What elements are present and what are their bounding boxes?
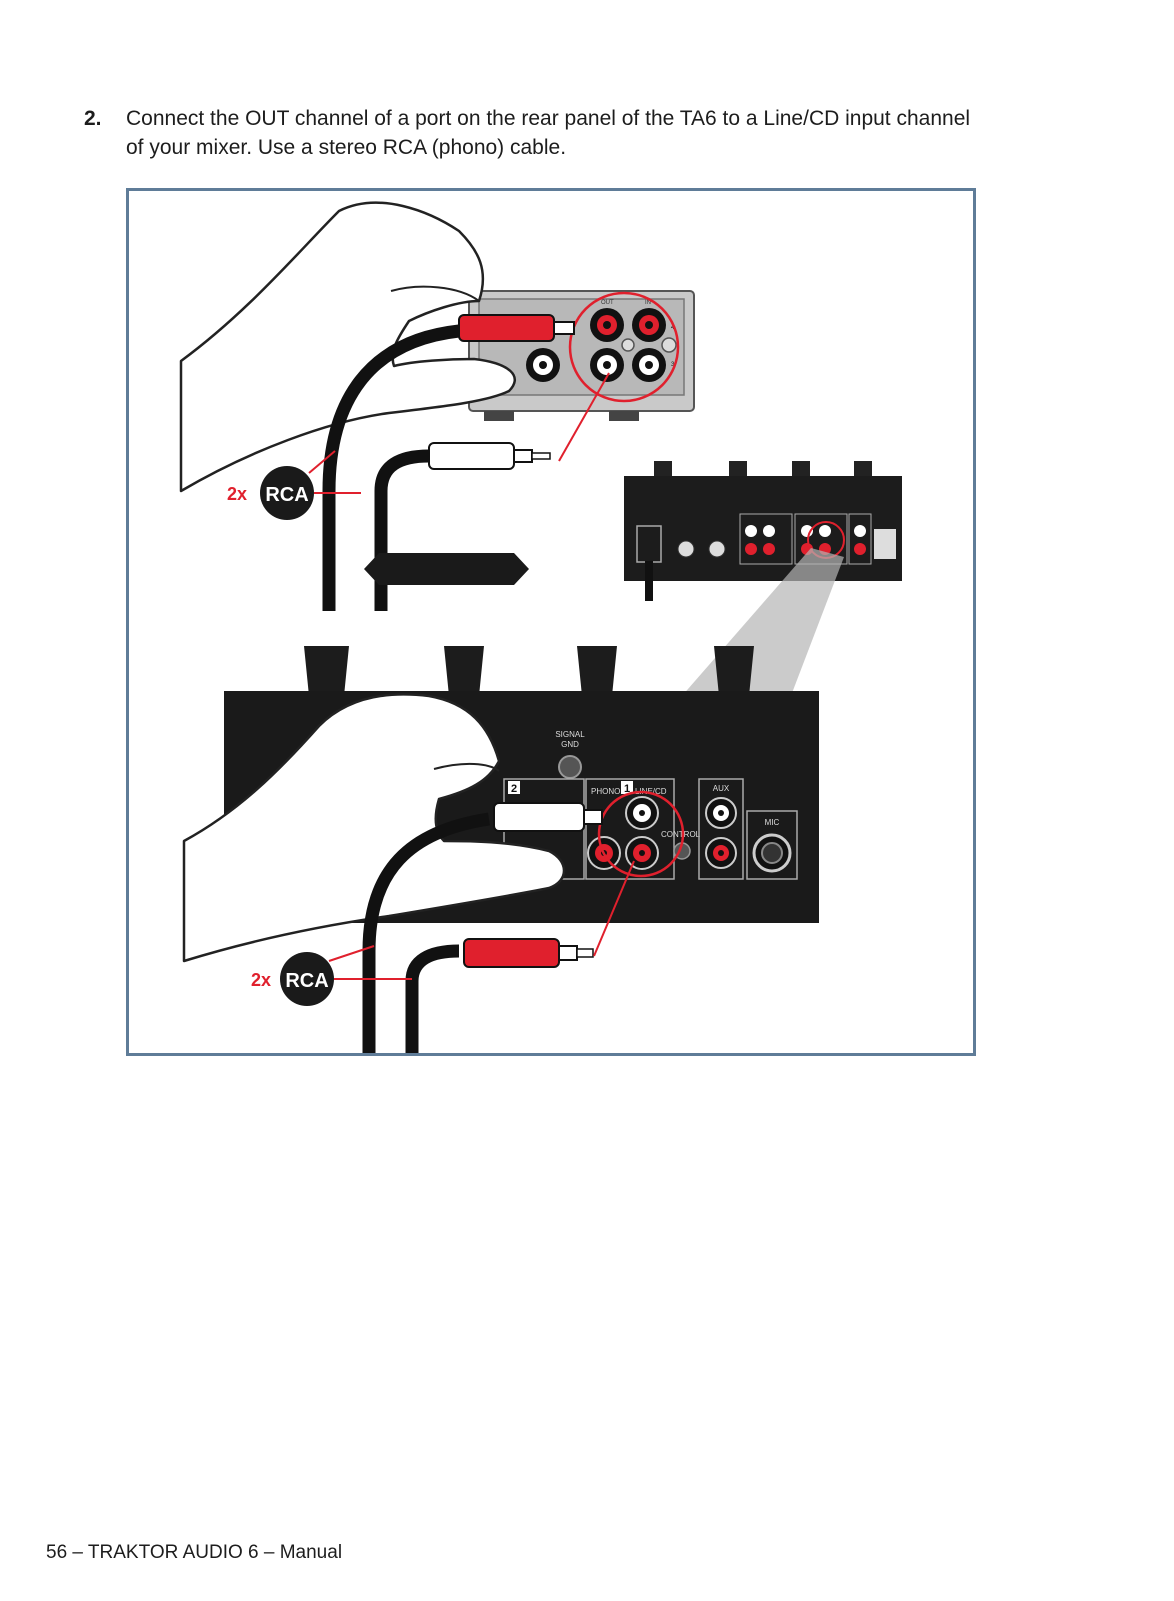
ta6-device: OUT IN 4 3 (468, 290, 695, 421)
phono-label: PHONO (591, 787, 620, 796)
ta6-in-label: IN (645, 300, 651, 306)
ta6-screw-icon (621, 338, 635, 352)
control-label: CONTROL (661, 830, 701, 839)
channel-2-label: 2 (511, 783, 517, 795)
red-rca-plug-mixer (463, 938, 560, 968)
bottom-cable (362, 802, 635, 1053)
page-footer: 56 – TRAKTOR AUDIO 6 – Manual (46, 1542, 343, 1563)
rca-callout-top-label: RCA (265, 484, 308, 506)
aux-jack-white (705, 797, 737, 829)
white-rca-plug-mixer (493, 802, 585, 832)
top-cable (322, 314, 610, 611)
rca-callout-top-count: 2x (227, 484, 247, 504)
ta6-highlight-circle (568, 291, 680, 403)
aux-label: AUX (713, 784, 730, 793)
ta6-out-jack-red (590, 308, 624, 342)
direction-arrow-icon (364, 553, 529, 585)
ta6-in-jack-white (632, 348, 666, 382)
signal-gnd-label-1: SIGNAL (555, 730, 585, 739)
white-rca-plug (428, 442, 515, 470)
signal-gnd-screw-icon (558, 755, 582, 779)
ta6-screw-icon (661, 337, 677, 353)
line-cd-label: LINE/CD (635, 787, 667, 796)
mixer-small (624, 461, 902, 601)
ta6-ch4-label: 4 (671, 325, 675, 331)
channel-1-label: 1 (624, 783, 630, 795)
rca-callout-bottom: RCA 2x (251, 945, 412, 1006)
step-text: Connect the OUT channel of a port on the… (126, 107, 971, 159)
ta6-left-jack-white (526, 348, 560, 382)
mixer-highlight-circle (597, 790, 685, 878)
rca-callout-bottom-count: 2x (251, 970, 271, 990)
ta6-out-label: OUT (601, 300, 614, 306)
mic-label: MIC (765, 818, 780, 827)
rca-callout-bottom-label: RCA (285, 970, 328, 992)
step-number: 2. (84, 107, 102, 130)
aux-jack-red (705, 837, 737, 869)
ta6-out-jack-white (590, 348, 624, 382)
line-cd-jack-red (625, 836, 659, 870)
ta6-in-jack-red (632, 308, 666, 342)
line-cd-jack-white (625, 796, 659, 830)
rca-callout-top: RCA 2x (227, 450, 361, 520)
red-rca-plug (458, 314, 555, 342)
ta6-ch3-label: 3 (671, 362, 675, 368)
signal-gnd-label-2: GND (561, 740, 579, 749)
diagram-illustration: OUT IN 4 3 (179, 201, 902, 1053)
connection-diagram: OUT IN 4 3 (126, 188, 976, 1056)
